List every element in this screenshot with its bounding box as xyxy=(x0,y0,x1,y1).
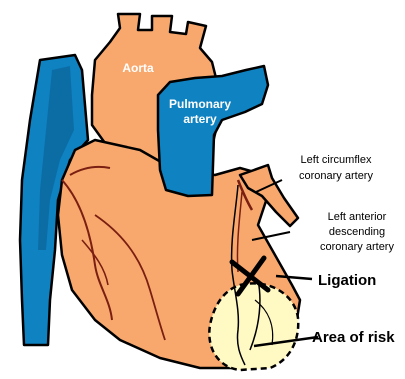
lad-label-line3: coronary artery xyxy=(320,241,394,253)
area-of-risk-label: Area of risk xyxy=(312,329,395,346)
pulmonary-artery-label-line2: artery xyxy=(183,112,217,126)
pulmonary-artery-label-line1: Pulmonary xyxy=(169,97,231,111)
aorta-label: Aorta xyxy=(122,61,154,75)
circumflex-label-line2: coronary artery xyxy=(299,170,373,182)
lad-label-line1: Left anterior xyxy=(328,211,387,223)
lad-label-line2: descending xyxy=(329,226,385,238)
ligation-label: Ligation xyxy=(318,272,376,289)
circumflex-label-line1: Left circumflex xyxy=(301,154,372,166)
